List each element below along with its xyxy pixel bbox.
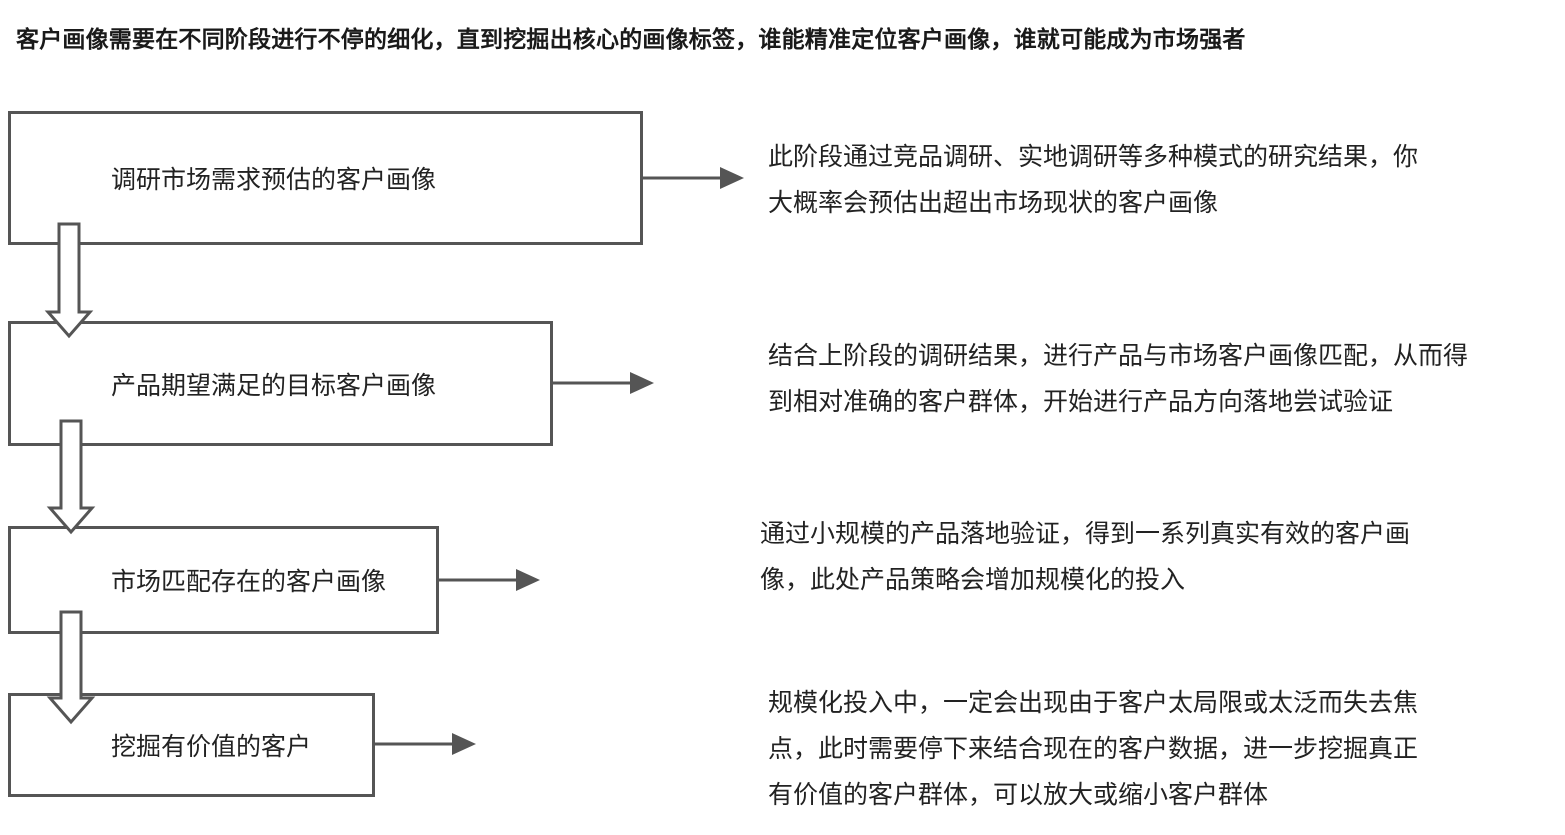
stage-box-3: 市场匹配存在的客户画像 <box>8 526 439 634</box>
stage-desc-4: 规模化投入中，一定会出现由于客户太局限或太泛而失去焦 点，此时需要停下来结合现在… <box>768 680 1418 818</box>
stage-desc-1-line-2: 大概率会预估出超出市场现状的客户画像 <box>768 188 1219 217</box>
stage-label-1: 调研市场需求预估的客户画像 <box>111 165 437 194</box>
stage-desc-2-line-2: 到相对准确的客户群体，开始进行产品方向落地尝试验证 <box>768 387 1394 416</box>
stage-desc-1: 此阶段通过竞品调研、实地调研等多种模式的研究结果，你 大概率会预估出超出市场现状… <box>768 134 1418 226</box>
right-arrow-1 <box>642 167 744 189</box>
diagram-title: 客户画像需要在不同阶段进行不停的细化，直到挖掘出核心的画像标签，谁能精准定位客户… <box>16 27 1246 53</box>
stage-label-2: 产品期望满足的目标客户画像 <box>111 370 437 400</box>
stage-desc-3-line-1: 通过小规模的产品落地验证，得到一系列真实有效的客户画 <box>760 519 1411 548</box>
stage-desc-4-line-3: 有价值的客户群体，可以放大或缩小客户群体 <box>768 780 1269 809</box>
stage-desc-4-line-1: 规模化投入中，一定会出现由于客户太局限或太泛而失去焦 <box>768 688 1419 717</box>
stage-label-4: 挖掘有价值的客户 <box>111 732 312 761</box>
stage-box-1: 调研市场需求预估的客户画像 <box>8 111 643 245</box>
stage-box-4: 挖掘有价值的客户 <box>8 693 375 797</box>
right-arrow-2 <box>552 372 654 394</box>
stage-desc-3-line-2: 像，此处产品策略会增加规模化的投入 <box>760 565 1186 594</box>
right-arrow-3 <box>438 569 540 591</box>
stage-desc-4-line-2: 点，此时需要停下来结合现在的客户数据，进一步挖掘真正 <box>768 734 1419 763</box>
stage-desc-1-line-1: 此阶段通过竞品调研、实地调研等多种模式的研究结果，你 <box>768 142 1419 171</box>
stage-label-3: 市场匹配存在的客户画像 <box>111 567 387 596</box>
stage-box-2: 产品期望满足的目标客户画像 <box>8 321 553 446</box>
right-arrow-4 <box>374 733 476 755</box>
stage-desc-3: 通过小规模的产品落地验证，得到一系列真实有效的客户画 像，此处产品策略会增加规模… <box>760 511 1410 603</box>
stage-desc-2-line-1: 结合上阶段的调研结果，进行产品与市场客户画像匹配，从而得 <box>768 341 1469 370</box>
stage-desc-2: 结合上阶段的调研结果，进行产品与市场客户画像匹配，从而得 到相对准确的客户群体，… <box>768 333 1468 425</box>
